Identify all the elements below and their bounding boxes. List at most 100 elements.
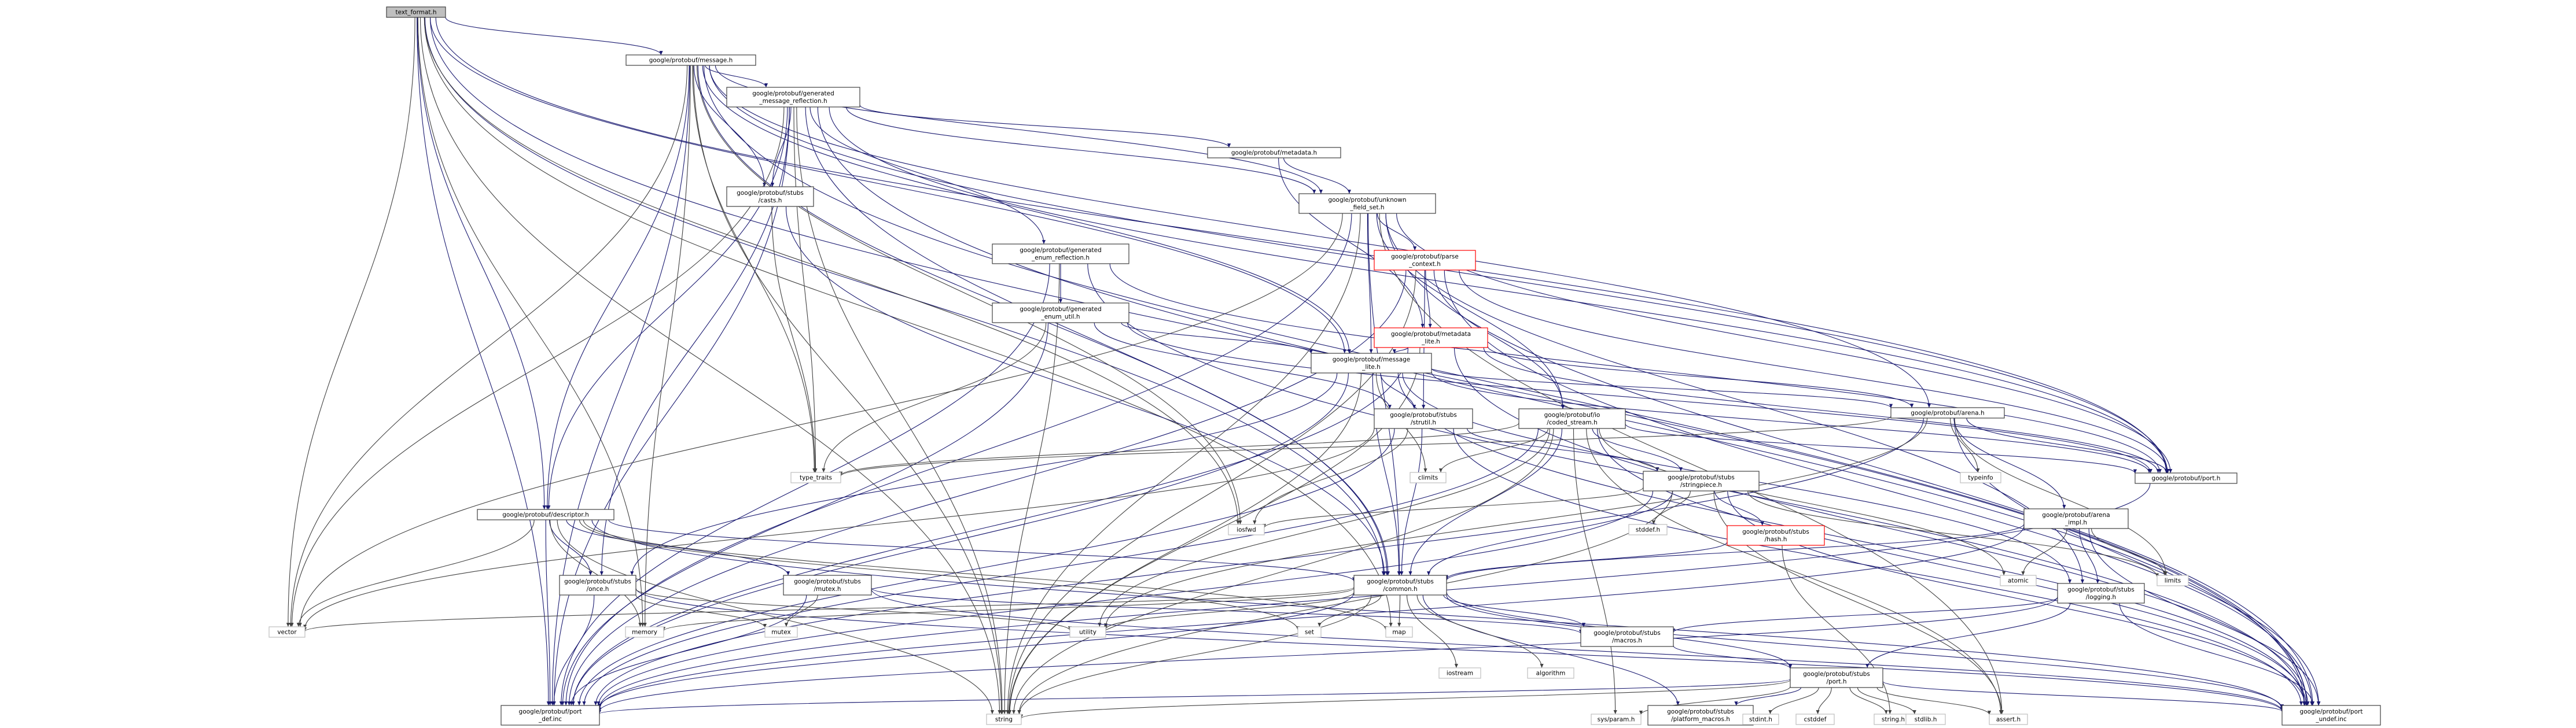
node-gmr[interactable]: google/protobuf/generated_message_reflec… bbox=[726, 87, 860, 108]
node-label: google/protobuf/stubs bbox=[1803, 671, 1870, 678]
node-box bbox=[986, 714, 1022, 725]
node-box bbox=[1374, 408, 1473, 429]
edge-stringpiece-to-hash bbox=[1714, 490, 1764, 526]
node-label: /mutex.h bbox=[814, 586, 841, 593]
node-box bbox=[2057, 583, 2145, 604]
edge-coded-to-port bbox=[1625, 423, 2137, 474]
edge-pctx-to-port_undef bbox=[1444, 269, 2314, 706]
node-mdlite[interactable]: google/protobuf/metadata_lite.h bbox=[1374, 327, 1488, 348]
node-message[interactable]: google/protobuf/message.h bbox=[625, 54, 756, 66]
node-hash[interactable]: google/protobuf/stubs/hash.h bbox=[1727, 525, 1825, 546]
edge-message-to-port_undef bbox=[703, 65, 2309, 706]
edge-common-to-platform bbox=[1422, 594, 1680, 706]
edges-layer bbox=[286, 17, 2321, 719]
node-label: stddef.h bbox=[1636, 527, 1660, 534]
edge-arena-to-port_def bbox=[594, 417, 1924, 706]
node-platform[interactable]: google/protobuf/stubs/platform_macros.h bbox=[1647, 705, 1754, 726]
node-box bbox=[559, 575, 636, 596]
edge-arena-to-port bbox=[1966, 417, 2169, 474]
node-box bbox=[992, 243, 1129, 264]
node-box bbox=[1410, 472, 1447, 483]
node-logging[interactable]: google/protobuf/stubs/logging.h bbox=[2057, 583, 2145, 604]
node-utility: utility bbox=[1069, 626, 1106, 638]
node-label: google/protobuf/arena bbox=[2042, 512, 2110, 519]
edge-message-to-memory bbox=[643, 65, 691, 627]
node-label: google/protobuf/stubs bbox=[2067, 586, 2135, 593]
node-text-format[interactable]: text_format.h bbox=[386, 6, 446, 18]
node-label: _message_reflection.h bbox=[759, 98, 827, 105]
node-label: _lite.h bbox=[1361, 364, 1381, 371]
edge-coded-to-common bbox=[1408, 428, 1563, 576]
node-label: google/protobuf/stubs bbox=[1742, 529, 1809, 535]
edge-mlite-to-string bbox=[1007, 372, 1362, 715]
node-pctx[interactable]: google/protobuf/parse_context.h bbox=[1374, 250, 1476, 271]
edge-text_format-to-iosfwd bbox=[424, 17, 1240, 525]
node-stdlib: stdlib.h bbox=[1905, 714, 1946, 725]
nodes-layer: text_format.h google/protobuf/message.h go… bbox=[268, 6, 2381, 726]
node-casts[interactable]: google/protobuf/stubs/casts.h bbox=[726, 186, 814, 207]
node-arena[interactable]: google/protobuf/arena.h bbox=[1890, 407, 2005, 419]
node-box bbox=[790, 472, 841, 483]
node-box bbox=[1960, 472, 2001, 483]
node-set: set bbox=[1297, 626, 1322, 638]
node-mutex[interactable]: google/protobuf/stubs/mutex.h bbox=[783, 575, 872, 596]
node-port-def[interactable]: google/protobuf/port_def.inc bbox=[501, 705, 600, 726]
edge-mdlite-to-arena bbox=[1487, 346, 1914, 408]
node-label: google/protobuf/io bbox=[1544, 412, 1600, 419]
node-label: /port.h bbox=[1826, 678, 1846, 685]
node-ger[interactable]: google/protobuf/generated_enum_reflectio… bbox=[992, 243, 1129, 264]
node-descriptor[interactable]: google/protobuf/descriptor.h bbox=[477, 509, 614, 520]
edge-mlite-to-common bbox=[1372, 372, 1401, 576]
edge-sport-to-cstddef bbox=[1816, 687, 1832, 715]
node-box bbox=[764, 626, 798, 638]
node-macros[interactable]: google/protobuf/stubs/macros.h bbox=[1580, 626, 1674, 647]
node-stringpiece[interactable]: google/protobuf/stubs/stringpiece.h bbox=[1643, 471, 1760, 492]
edge-arena-to-arena_impl bbox=[1953, 417, 2066, 509]
edge-text_format-to-mlite bbox=[429, 17, 1346, 354]
node-label: type_traits bbox=[800, 475, 832, 482]
node-label: _enum_reflection.h bbox=[1031, 254, 1090, 261]
node-port-undef[interactable]: google/protobuf/port_undef.inc bbox=[2281, 705, 2381, 726]
node-label: _lite.h bbox=[1421, 338, 1440, 345]
node-common[interactable]: google/protobuf/stubs/common.h bbox=[1353, 575, 1447, 596]
node-port[interactable]: google/protobuf/port.h bbox=[2135, 472, 2238, 484]
node-arena-impl[interactable]: google/protobuf/arena_impl.h bbox=[2023, 508, 2129, 529]
node-typeinfo: typeinfo bbox=[1960, 472, 2001, 483]
node-strutil[interactable]: google/protobuf/stubs/strutil.h bbox=[1374, 408, 1473, 429]
node-climits: climits bbox=[1410, 472, 1447, 483]
edge-geu-to-port_def bbox=[561, 322, 1049, 706]
edge-mutex-to-port_undef bbox=[871, 589, 2284, 711]
node-type-traits: type_traits bbox=[790, 472, 841, 483]
node-algorithm: algorithm bbox=[1527, 667, 1574, 679]
node-vector: vector bbox=[268, 626, 306, 638]
edge-coded-to-utility bbox=[1098, 428, 1550, 627]
edge-gmr-to-ufs bbox=[846, 106, 1316, 194]
node-label: google/protobuf/metadata.h bbox=[1231, 150, 1317, 157]
node-box bbox=[1298, 193, 1436, 214]
node-box bbox=[2281, 705, 2381, 726]
node-label: string.h bbox=[1882, 716, 1905, 723]
edge-pctx-to-string bbox=[1007, 269, 1416, 715]
node-box bbox=[2135, 472, 2238, 484]
node-label: _impl.h bbox=[2065, 519, 2087, 526]
node-metadata[interactable]: google/protobuf/metadata.h bbox=[1207, 147, 1341, 158]
node-label: google/protobuf/port.h bbox=[2152, 475, 2221, 482]
edge-mlite-to-once bbox=[630, 372, 1338, 576]
node-coded[interactable]: google/protobuf/io/coded_stream.h bbox=[1518, 408, 1626, 429]
edge-text_format-to-message bbox=[445, 17, 663, 56]
edge-arena-to-port_undef bbox=[1953, 417, 2321, 706]
node-geu[interactable]: google/protobuf/generated_enum_util.h bbox=[992, 302, 1129, 323]
node-sport[interactable]: google/protobuf/stubs/port.h bbox=[1790, 667, 1883, 688]
edge-coded-to-type_traits bbox=[839, 422, 1519, 476]
node-once[interactable]: google/protobuf/stubs/once.h bbox=[559, 575, 636, 596]
node-ufs[interactable]: google/protobuf/unknown_field_set.h bbox=[1298, 193, 1436, 214]
node-mlite[interactable]: google/protobuf/message_lite.h bbox=[1311, 353, 1432, 374]
edge-casts-to-type_traits bbox=[771, 206, 817, 473]
edge-gmr-to-descriptor bbox=[547, 106, 788, 510]
node-stdint: stdint.h bbox=[1742, 714, 1779, 725]
node-box bbox=[1527, 667, 1574, 679]
edge-once-to-utility bbox=[635, 588, 1072, 631]
edge-descriptor-to-vector bbox=[296, 519, 535, 627]
edge-arena-to-typeinfo bbox=[1950, 417, 1980, 473]
